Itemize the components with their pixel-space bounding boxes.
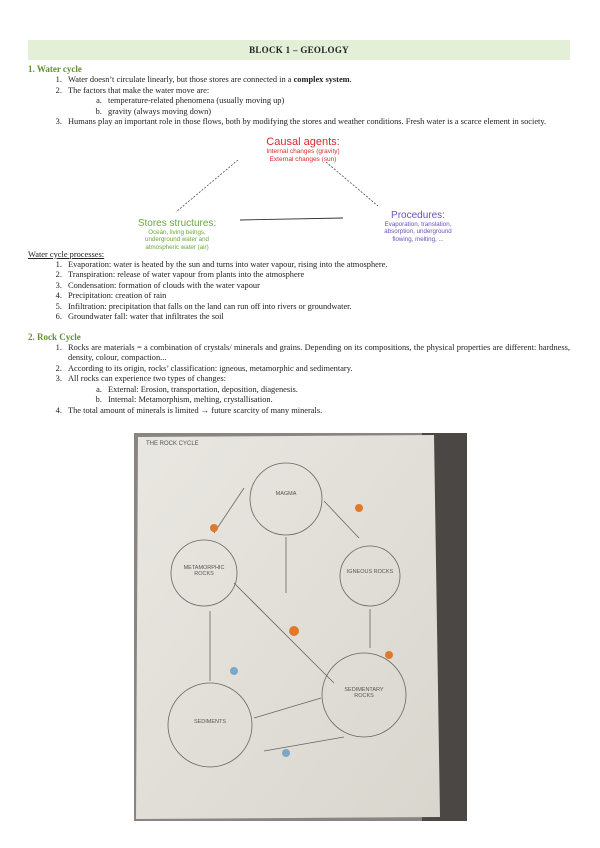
heat-icon (210, 524, 218, 532)
document-page: BLOCK 1 – GEOLOGY 1. Water cycle Water d… (28, 40, 570, 416)
causal-agents-title: Causal agents: (266, 135, 340, 148)
sub-list-item: temperature-related phenomena (usually m… (104, 96, 570, 107)
node-circle-magma (249, 462, 323, 536)
water-cycle-diagram: Causal agents: Internal changes (gravity… (28, 130, 570, 251)
node-circle-sediments (167, 682, 253, 768)
list-item: The factors that make the water move are… (64, 86, 570, 118)
sketch-arrow (213, 487, 245, 534)
diagram-connectors (175, 159, 379, 220)
causal-agents-box: Causal agents: Internal changes (gravity… (233, 136, 373, 164)
sub-list-item: gravity (always moving down) (104, 107, 570, 118)
stores-structures-box: Stores structures: Ocean, living beings,… (118, 218, 236, 252)
list-item: According to its origin, rocks’ classifi… (64, 364, 570, 375)
node-label-igneous: IGNEOUS ROCKS (346, 569, 394, 575)
node-label-magma: MAGMA (275, 491, 297, 497)
rock-cycle-photo: THE ROCK CYCLE MAGMA METAMORPHIC ROCKS I… (134, 433, 467, 821)
list-item: Precipitation: creation of rain (64, 291, 570, 302)
sub-list: temperature-related phenomena (usually m… (68, 96, 570, 117)
node-label-metamorphic: METAMORPHIC ROCKS (183, 565, 225, 577)
water-cycle-list: Water doesn’t circulate linearly, but th… (28, 75, 570, 128)
sketch-arrow (233, 582, 335, 684)
sub-list-item: Internal: Metamorphism, melting, crystal… (104, 395, 570, 406)
connector-line (239, 217, 344, 220)
node-label-sediments: SEDIMENTS (193, 719, 227, 725)
processes-heading: Water cycle processes: (28, 249, 105, 259)
heat-icon (289, 626, 299, 636)
list-item: Infiltration: precipitation that falls o… (64, 302, 570, 313)
node-circle-sedimentary (321, 652, 407, 738)
connector-line (175, 159, 239, 212)
sketch-arrow (253, 697, 322, 719)
list-item: Water doesn’t circulate linearly, but th… (64, 75, 570, 86)
list-item: The total amount of minerals is limited … (64, 406, 570, 417)
node-circle-igneous (339, 545, 401, 607)
list-item: Rocks are materials = a combination of c… (64, 343, 570, 364)
list-item: Transpiration: release of water vapour f… (64, 270, 570, 281)
photo-caption: THE ROCK CYCLE (146, 441, 199, 447)
bold-term: complex system (293, 75, 350, 84)
procedures-box: Procedures: Evaporation, translation, ab… (358, 210, 478, 244)
sub-list-item: External: Erosion, transportation, depos… (104, 385, 570, 396)
document-title: BLOCK 1 – GEOLOGY (28, 40, 570, 60)
list-item: Groundwater fall: water that infiltrates… (64, 312, 570, 323)
section-heading-water-cycle: 1. Water cycle (28, 64, 82, 74)
connector-line (325, 161, 379, 206)
node-label-sedimentary: SEDIMENTARY ROCKS (344, 687, 384, 699)
heat-icon (385, 651, 393, 659)
sub-list: External: Erosion, transportation, depos… (68, 385, 570, 406)
list-item: Condensation: formation of clouds with t… (64, 281, 570, 292)
processes-list: Evaporation: water is heated by the sun … (28, 260, 570, 323)
list-item: Humans play an important role in those f… (64, 117, 570, 128)
procedures-title: Procedures: (391, 209, 445, 221)
list-item: Evaporation: water is heated by the sun … (64, 260, 570, 271)
water-icon (230, 667, 238, 675)
list-item: All rocks can experience two types of ch… (64, 374, 570, 406)
water-icon (282, 749, 290, 757)
node-circle-metamorphic (170, 539, 238, 607)
section-heading-rock-cycle: 2. Rock Cycle (28, 331, 81, 342)
sketch-arrow (323, 500, 360, 539)
rock-cycle-list: Rocks are materials = a combination of c… (28, 343, 570, 417)
sketch-arrow (263, 736, 345, 752)
heat-icon (355, 504, 363, 512)
stores-title: Stores structures: (137, 217, 217, 229)
rock-cycle-sketch (134, 433, 467, 821)
